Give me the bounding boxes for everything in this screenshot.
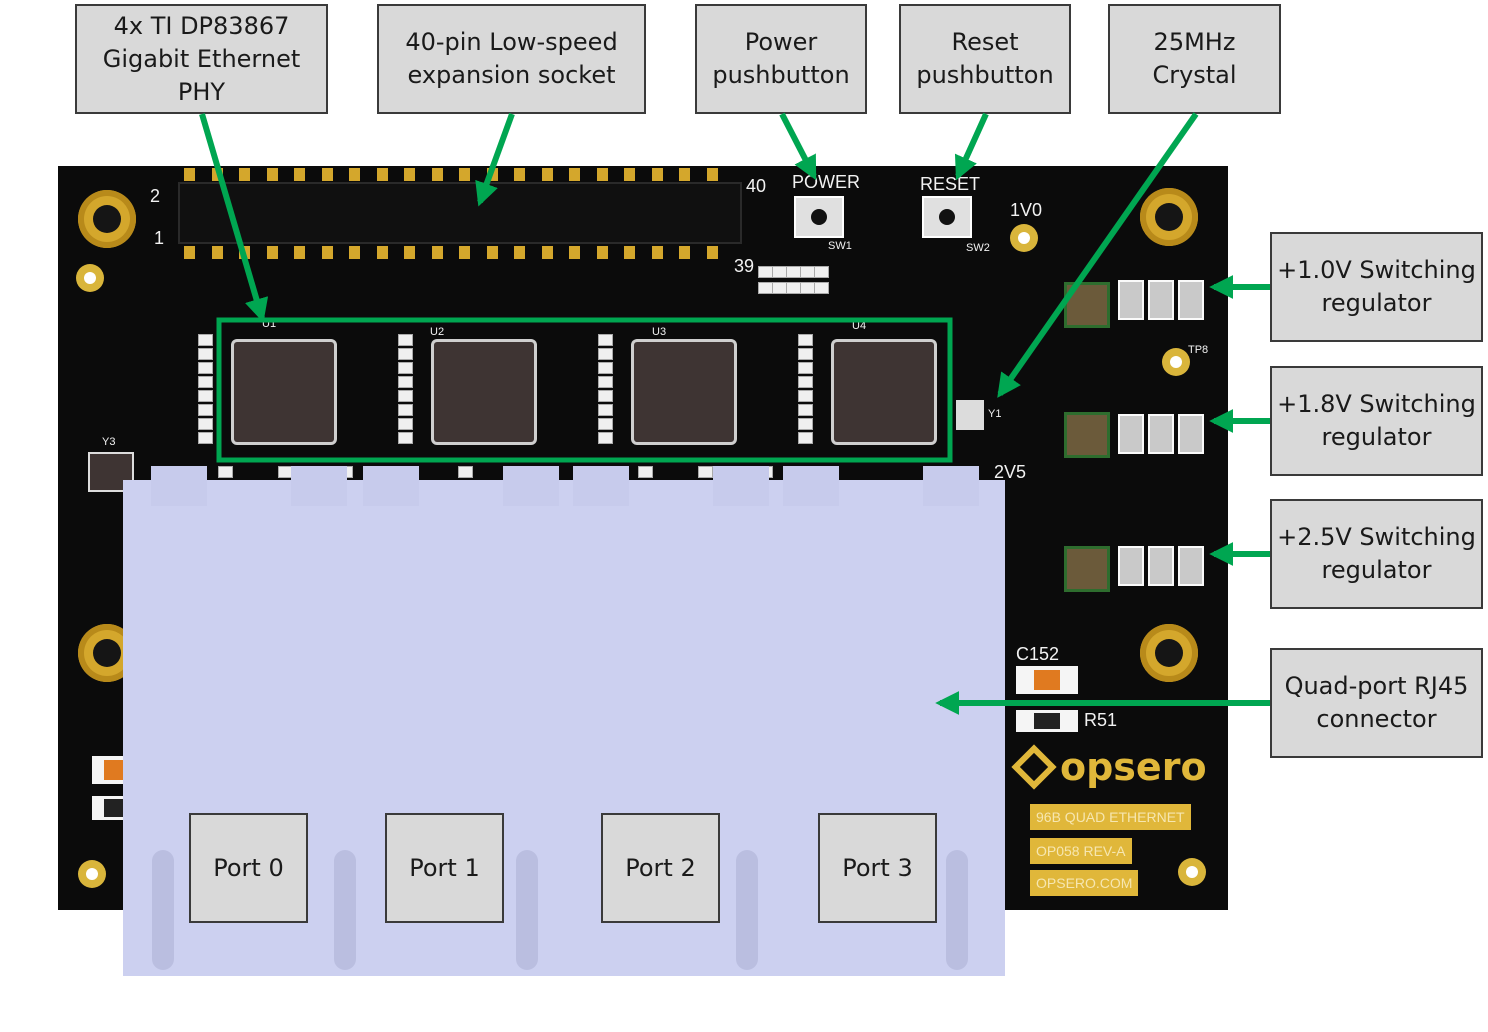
arrow-power [782,114,814,176]
phy-highlight-box [219,320,950,460]
arrow-phy [202,114,262,318]
arrow-expansion [480,114,512,202]
arrow-crystal [1000,114,1196,394]
arrow-reset [958,114,986,176]
